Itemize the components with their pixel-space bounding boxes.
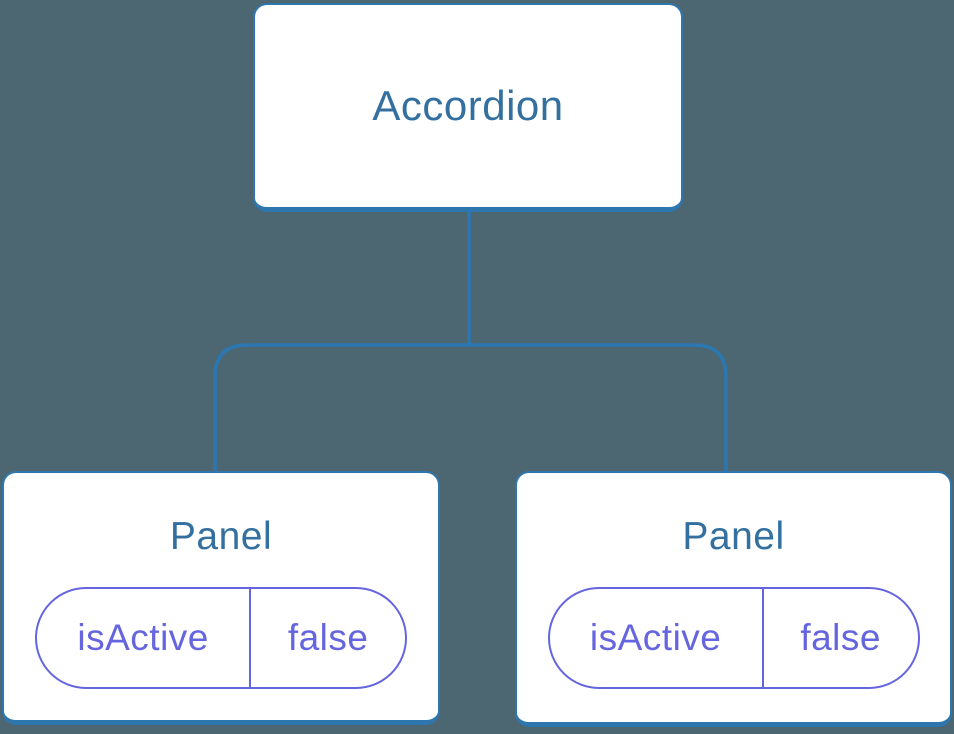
panel-node-label: Panel bbox=[169, 515, 273, 558]
branch-bracket-connector bbox=[213, 343, 728, 471]
panel-node-label: Panel bbox=[682, 515, 785, 558]
state-pill: isActive false bbox=[547, 586, 920, 689]
accordion-node-label: Accordion bbox=[372, 82, 564, 129]
panel-node-right: Panel isActive false bbox=[515, 471, 952, 727]
state-key: isActive bbox=[550, 588, 764, 687]
state-value: false bbox=[800, 616, 881, 658]
state-value: false bbox=[287, 616, 369, 658]
state-pill: isActive false bbox=[35, 586, 407, 689]
accordion-node: Accordion bbox=[253, 3, 683, 212]
panel-node-left: Panel isActive false bbox=[2, 471, 440, 725]
state-key: isActive bbox=[37, 588, 252, 687]
